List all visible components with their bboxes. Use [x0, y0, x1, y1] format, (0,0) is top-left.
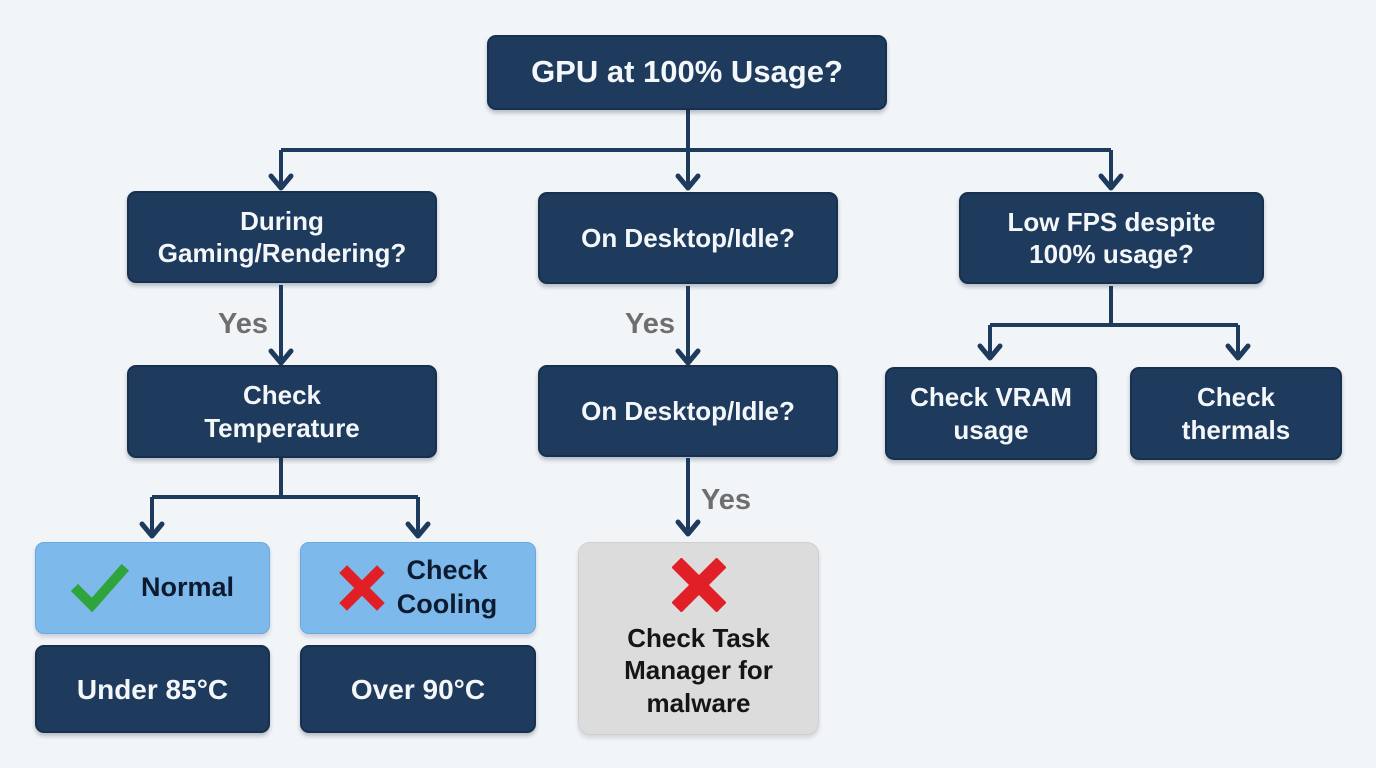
- edge-label-yes-gaming: Yes: [218, 308, 268, 340]
- node-check-cooling: Check Cooling: [300, 542, 536, 634]
- node-check-cooling-label: Check Cooling: [396, 555, 498, 619]
- edge-label-yes-desktop-2: Yes: [701, 484, 751, 516]
- node-check-temperature-label: Check Temperature: [204, 380, 360, 443]
- node-task-manager: Check Task Manager for malware: [578, 542, 819, 735]
- node-check-thermals-label: Check thermals: [1181, 382, 1291, 445]
- node-during-gaming: During Gaming/Rendering?: [127, 191, 437, 283]
- x-icon: [671, 557, 726, 612]
- node-low-fps-label: Low FPS despite 100% usage?: [1007, 206, 1216, 270]
- node-check-vram: Check VRAM usage: [885, 367, 1097, 460]
- node-root-label: GPU at 100% Usage?: [531, 54, 843, 90]
- node-check-temperature: Check Temperature: [127, 365, 437, 458]
- node-on-desktop-idle-2-label: On Desktop/Idle?: [581, 395, 795, 426]
- node-during-gaming-label: During Gaming/Rendering?: [157, 205, 407, 269]
- check-icon: [70, 564, 129, 612]
- node-over-90: Over 90°C: [300, 645, 536, 733]
- node-root: GPU at 100% Usage?: [487, 35, 887, 110]
- node-on-desktop-idle-2: On Desktop/Idle?: [538, 365, 838, 457]
- node-check-vram-label: Check VRAM usage: [910, 382, 1072, 445]
- node-normal: Normal: [35, 542, 270, 634]
- edge-label-yes-desktop-1: Yes: [625, 308, 675, 340]
- node-on-desktop-idle-1: On Desktop/Idle?: [538, 192, 838, 284]
- node-on-desktop-idle-1-label: On Desktop/Idle?: [581, 222, 795, 253]
- node-under-85-label: Under 85°C: [76, 673, 229, 705]
- x-icon: [338, 565, 385, 611]
- node-normal-label: Normal: [140, 572, 235, 603]
- node-low-fps: Low FPS despite 100% usage?: [959, 192, 1264, 284]
- node-over-90-label: Over 90°C: [350, 673, 486, 705]
- node-check-thermals: Check thermals: [1130, 367, 1342, 460]
- node-task-manager-label: Check Task Manager for malware: [624, 622, 773, 718]
- node-under-85: Under 85°C: [35, 645, 270, 733]
